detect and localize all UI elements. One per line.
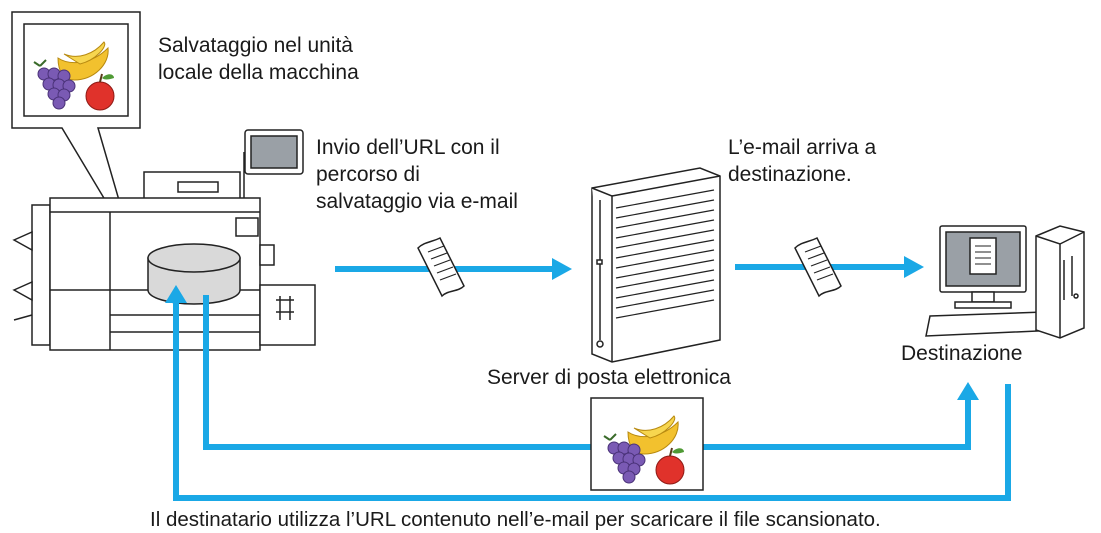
desktop-computer-icon — [925, 225, 1085, 339]
image-return-arrow — [203, 295, 971, 450]
mail-arrives-line-2: destinazione. — [728, 163, 852, 186]
mail-server-icon — [591, 167, 721, 363]
arrow-head-up-storage — [165, 285, 187, 303]
url-request-arrow — [173, 300, 1011, 501]
mail-server-label: Server di posta elettronica — [487, 366, 731, 389]
local-save-line-1: Salvataggio nel unità — [158, 34, 353, 57]
arrow-head-up-destination — [957, 382, 979, 400]
download-note: Il destinatario utilizza l’URL contenuto… — [150, 508, 881, 531]
storage-drum-icon — [147, 243, 241, 305]
local-save-label: Salvataggio nel unità locale della macch… — [158, 32, 359, 86]
local-storage-callout — [11, 11, 141, 246]
mail-arrives-label: L’e-mail arriva a destinazione. — [728, 134, 876, 188]
downloaded-image — [590, 397, 704, 491]
url-send-line-3: salvataggio via e-mail — [316, 190, 518, 213]
multifunction-printer-icon — [12, 129, 316, 351]
local-save-line-2: locale della macchina — [158, 61, 359, 84]
url-send-label: Invio dell’URL con il percorso di salvat… — [316, 134, 518, 215]
url-send-line-2: percorso di — [316, 163, 420, 186]
url-send-line-1: Invio dell’URL con il — [316, 136, 500, 159]
mail-arrives-line-1: L’e-mail arriva a — [728, 136, 877, 159]
destination-label: Destinazione — [901, 342, 1023, 365]
